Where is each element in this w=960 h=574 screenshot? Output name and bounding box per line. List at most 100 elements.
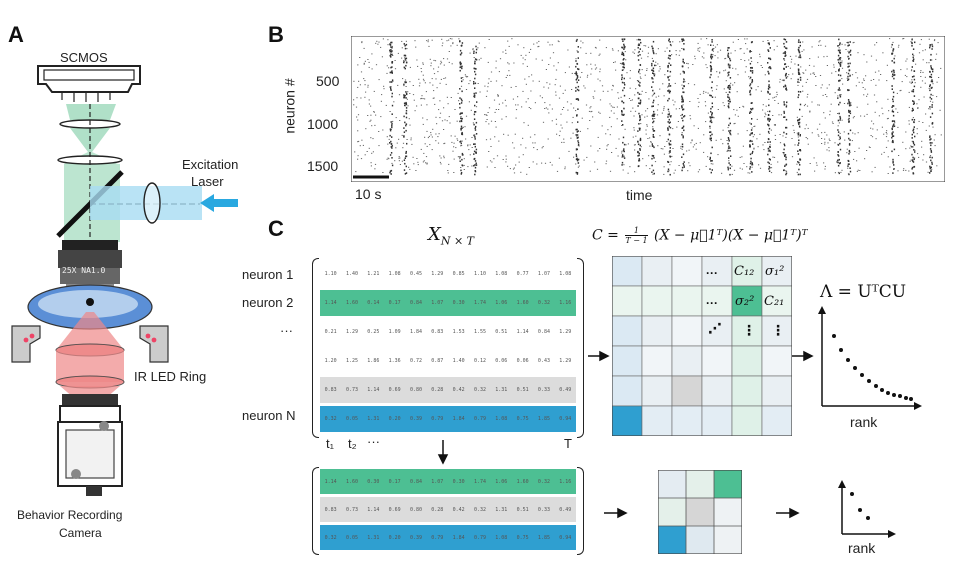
raster-spike bbox=[420, 104, 422, 106]
raster-burst-spike bbox=[681, 98, 683, 101]
raster-spike bbox=[357, 141, 359, 143]
raster-spike bbox=[528, 51, 530, 53]
raster-spike bbox=[370, 162, 372, 164]
raster-spike bbox=[750, 111, 752, 113]
raster-burst-spike bbox=[837, 155, 840, 157]
raster-burst-spike bbox=[798, 68, 800, 71]
raster-burst-spike bbox=[797, 90, 800, 93]
raster-burst-spike bbox=[405, 116, 408, 119]
raster-burst-spike bbox=[389, 170, 392, 172]
raster-spike bbox=[834, 92, 836, 94]
raster-burst-spike bbox=[799, 164, 801, 166]
raster-burst-spike bbox=[768, 85, 770, 88]
raster-spike bbox=[381, 94, 383, 96]
raster-burst-spike bbox=[849, 139, 851, 141]
raster-burst-spike bbox=[847, 132, 850, 135]
raster-spike bbox=[368, 66, 370, 68]
raster-spike bbox=[776, 94, 778, 96]
raster-burst-spike bbox=[769, 57, 771, 60]
raster-spike bbox=[366, 151, 368, 152]
raster-spike bbox=[415, 170, 417, 171]
raster-spike bbox=[697, 171, 699, 173]
raster-burst-spike bbox=[576, 148, 578, 151]
raster-spike bbox=[915, 63, 917, 65]
raster-spike bbox=[457, 156, 459, 158]
raster-spike bbox=[889, 38, 891, 40]
raster-burst-spike bbox=[797, 96, 799, 99]
raster-burst-spike bbox=[637, 150, 639, 153]
raster-spike bbox=[914, 82, 916, 84]
behavior-camera-icon bbox=[57, 394, 123, 496]
raster-spike bbox=[633, 115, 635, 117]
raster-spike bbox=[867, 93, 869, 95]
raster-spike bbox=[505, 116, 507, 118]
raster-burst-spike bbox=[668, 38, 670, 40]
raster-burst-spike bbox=[710, 160, 712, 162]
raster-burst-spike bbox=[929, 84, 931, 86]
raster-spike bbox=[412, 94, 415, 96]
raster-spike bbox=[359, 84, 361, 86]
raster-spike bbox=[585, 104, 588, 106]
raster-burst-spike bbox=[405, 172, 408, 174]
raster-spike bbox=[670, 45, 672, 47]
raster-burst-spike bbox=[460, 142, 462, 145]
raster-burst-spike bbox=[461, 117, 463, 120]
raster-burst-spike bbox=[839, 42, 841, 44]
raster-spike bbox=[498, 140, 500, 142]
raster-burst-spike bbox=[681, 105, 683, 107]
raster-burst-spike bbox=[576, 38, 578, 41]
raster-spike bbox=[549, 161, 551, 163]
matrix-cell: 0.69 bbox=[388, 506, 401, 513]
raster-spike bbox=[612, 85, 614, 87]
raster-spike bbox=[837, 95, 839, 97]
raster-burst-spike bbox=[473, 158, 475, 160]
raster-burst-spike bbox=[932, 70, 934, 73]
raster-spike bbox=[357, 130, 359, 132]
raster-spike bbox=[549, 83, 551, 85]
raster-spike bbox=[821, 132, 823, 134]
raster-burst-spike bbox=[474, 111, 476, 113]
raster-spike bbox=[380, 46, 382, 48]
raster-spike bbox=[934, 134, 936, 136]
raster-spike bbox=[501, 118, 503, 120]
raster-spike bbox=[386, 65, 388, 67]
cov-cell-diag-dots: ⋰ bbox=[708, 320, 722, 336]
raster-burst-spike bbox=[575, 40, 578, 42]
raster-spike bbox=[551, 164, 553, 166]
raster-spike bbox=[438, 133, 440, 135]
raster-spike bbox=[515, 109, 518, 111]
raster-burst-spike bbox=[474, 94, 476, 97]
raster-spike bbox=[456, 120, 458, 122]
matrix-cell: 1.55 bbox=[473, 329, 486, 335]
raster-burst-spike bbox=[785, 172, 788, 175]
raster-burst-spike bbox=[711, 96, 714, 98]
raster-spike bbox=[405, 86, 407, 87]
raster-spike bbox=[514, 133, 516, 135]
raster-burst-spike bbox=[638, 123, 640, 125]
raster-spike bbox=[900, 69, 902, 71]
raster-spike bbox=[484, 47, 486, 49]
raster-burst-spike bbox=[912, 142, 915, 145]
raster-burst-spike bbox=[709, 137, 711, 140]
raster-burst-spike bbox=[837, 151, 839, 153]
raster-burst-spike bbox=[848, 109, 850, 112]
matrix-cell: 0.83 bbox=[324, 387, 337, 393]
raster-spike bbox=[762, 40, 764, 42]
raster-spike bbox=[437, 66, 440, 68]
raster-burst-spike bbox=[668, 125, 670, 128]
raster-spike bbox=[635, 135, 637, 137]
raster-burst-spike bbox=[390, 173, 392, 175]
raster-burst-spike bbox=[391, 123, 393, 125]
raster-burst-spike bbox=[669, 147, 671, 149]
cov-cell-c21: C₂₁ bbox=[764, 294, 785, 309]
raster-burst-spike bbox=[839, 52, 841, 54]
raster-burst-spike bbox=[912, 89, 915, 91]
raster-spike bbox=[931, 59, 933, 61]
raster-spike bbox=[598, 54, 600, 56]
raster-spike bbox=[828, 84, 830, 86]
raster-spike bbox=[558, 41, 560, 43]
raster-burst-spike bbox=[892, 131, 894, 133]
raster-spike bbox=[469, 144, 471, 146]
